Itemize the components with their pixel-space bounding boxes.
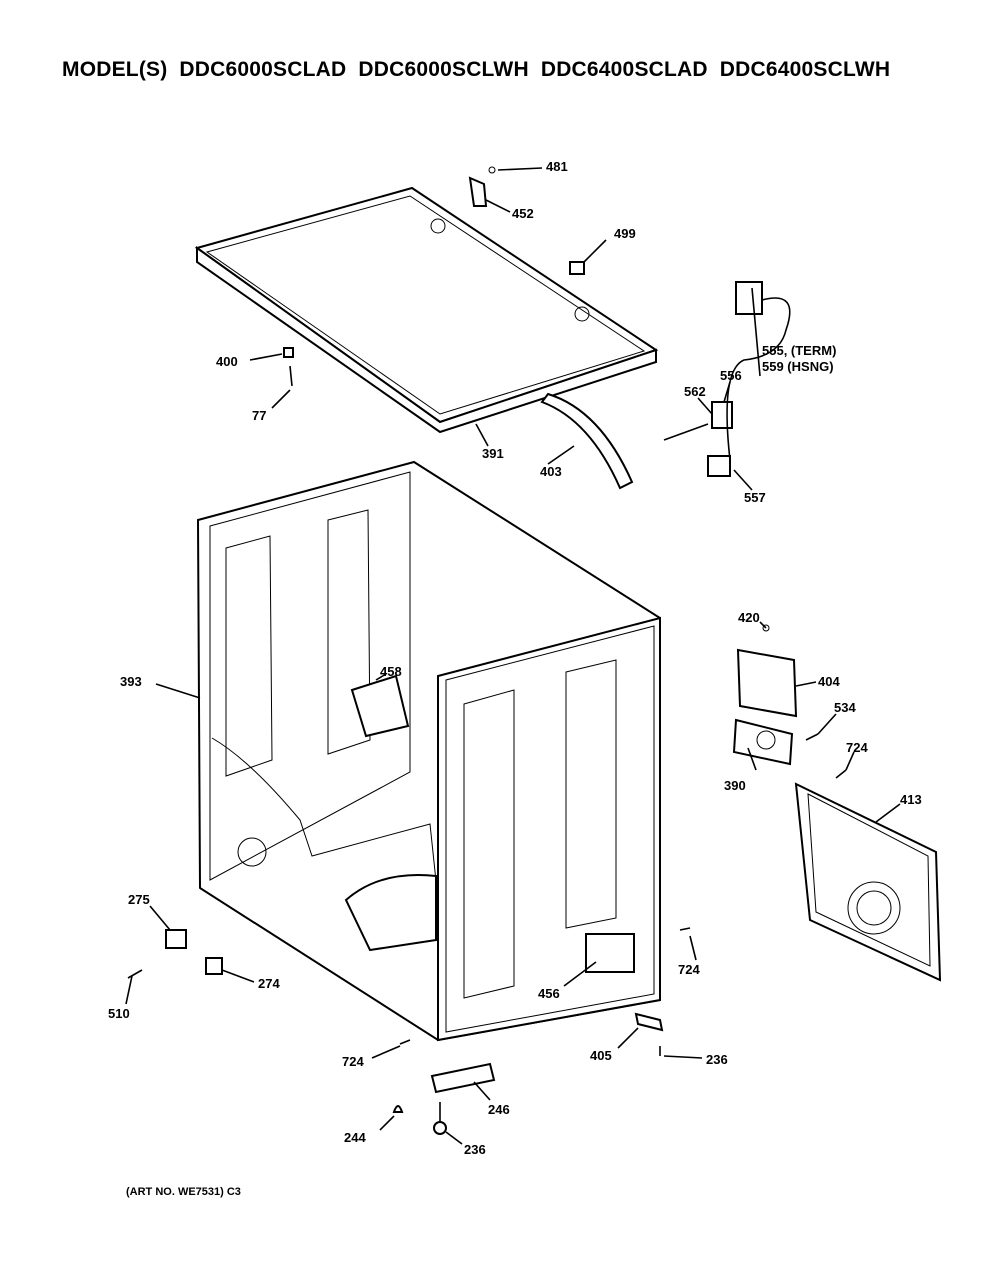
callout-390: 390 (724, 778, 746, 793)
model-number: DDC6400SCLWH (719, 58, 891, 81)
callout-458: 458 (380, 664, 402, 679)
callout-456: 456 (538, 986, 560, 1001)
model-number: DDC6000SCLAD (179, 58, 347, 81)
callout-391: 391 (482, 446, 504, 461)
callout-556: 556 (720, 368, 742, 383)
callout-555: 555, (TERM) (762, 343, 836, 358)
model-number: DDC6400SCLAD (540, 58, 708, 81)
callout-274: 274 (258, 976, 280, 991)
screw-part (283, 347, 294, 387)
callout-393: 393 (120, 674, 142, 689)
callout-275: 275 (128, 892, 150, 907)
callout-236-bottom: 236 (464, 1142, 486, 1157)
model-number: DDC6000SCLWH (358, 58, 529, 81)
art-number: (ART NO. WE7531) C3 (126, 1186, 241, 1198)
callout-557: 557 (744, 490, 766, 505)
callout-510: 510 (108, 1006, 130, 1021)
harness-strip (540, 392, 634, 490)
callout-labels: 481 452 499 400 77 391 403 555, (TERM) 5… (108, 159, 922, 1157)
front-console (794, 782, 942, 982)
leader-lines (125, 167, 901, 1145)
callout-562: 562 (684, 384, 706, 399)
callout-452: 452 (512, 206, 534, 221)
callout-724-console: 724 (846, 740, 868, 755)
callout-420: 420 (738, 610, 760, 625)
callout-246: 246 (488, 1102, 510, 1117)
callout-77: 77 (252, 408, 266, 423)
loose-parts (127, 927, 691, 1135)
callout-559: 559 (HSNG) (762, 359, 834, 374)
terminal-assembly (663, 281, 791, 477)
callout-481: 481 (546, 159, 568, 174)
callout-244: 244 (344, 1130, 366, 1145)
callout-404: 404 (818, 674, 840, 689)
control-parts (732, 624, 847, 779)
callout-400: 400 (216, 354, 238, 369)
callout-724-base: 724 (342, 1054, 364, 1069)
callout-405: 405 (590, 1048, 612, 1063)
callout-413: 413 (900, 792, 922, 807)
callout-499: 499 (614, 226, 636, 241)
top-panel (194, 186, 659, 434)
callout-534: 534 (834, 700, 856, 715)
cabinet (196, 460, 661, 1042)
clip-part (569, 261, 585, 275)
callout-724-cabinet: 724 (678, 962, 700, 977)
title-prefix: MODEL(S) (62, 58, 168, 81)
diagram-title: MODEL(S) DDC6000SCLAD DDC6000SCLWH DDC6400S… (62, 58, 902, 82)
callout-403: 403 (540, 464, 562, 479)
callout-236-right: 236 (706, 1052, 728, 1067)
hinge-part (468, 166, 496, 207)
